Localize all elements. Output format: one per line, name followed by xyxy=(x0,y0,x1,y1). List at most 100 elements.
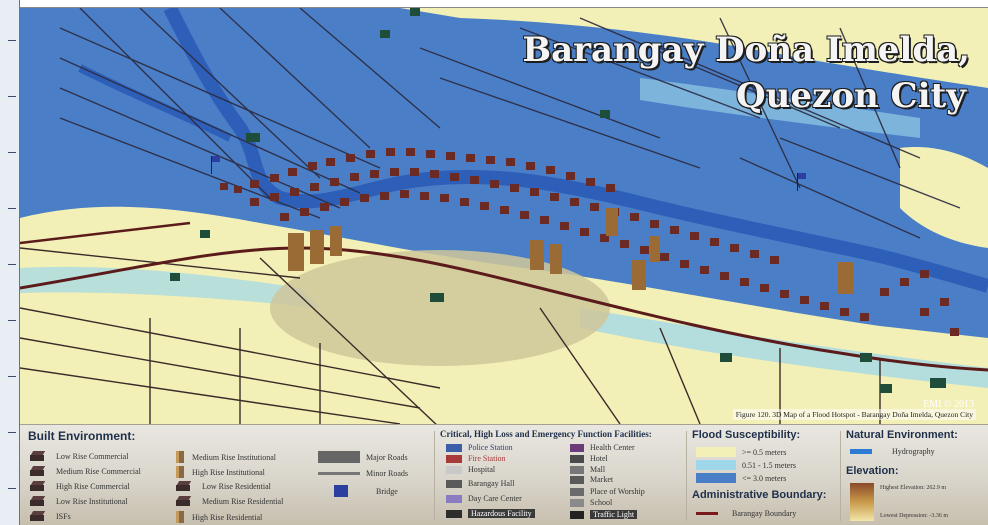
legend-item: 0.51 - 1.5 meters xyxy=(696,460,796,470)
bridge-icon xyxy=(334,485,348,497)
elevation-low-label: Lowest Depression: -3.36 m xyxy=(880,513,948,519)
low-rise-residential-icon xyxy=(176,481,194,491)
legend-item: Barangay Hall xyxy=(446,479,514,488)
flood-zone-mid xyxy=(20,266,320,308)
fire-station-icon xyxy=(446,454,462,463)
legend-item: Hydrography xyxy=(850,447,935,456)
legend-item: ISFs xyxy=(30,511,71,521)
legend-item: Minor Roads xyxy=(318,469,408,478)
place-of-worship-icon xyxy=(570,487,584,496)
medium-rise-residential-icon xyxy=(176,496,194,506)
top-ruler xyxy=(0,0,988,8)
day-care-center-icon xyxy=(446,494,462,503)
legend-item: Barangay Boundary xyxy=(696,509,796,518)
legend-item: Low Rise Residential xyxy=(176,481,271,491)
hydrography-swatch xyxy=(850,449,872,454)
legend-item: Low Rise Commercial xyxy=(30,451,128,461)
flood-zone-mid-north xyxy=(640,78,920,138)
legend-item: School xyxy=(570,498,612,507)
legend-divider xyxy=(840,431,841,521)
legend-item: Market xyxy=(570,475,613,484)
barangay-area xyxy=(270,250,610,366)
legend-heading: Built Environment: xyxy=(28,429,136,443)
legend-item: High Rise Institutional xyxy=(176,466,265,478)
barangay-boundary-swatch xyxy=(696,512,718,515)
major-roads-swatch xyxy=(318,451,360,463)
flood-zone-low-north xyxy=(400,8,988,88)
flood-low-swatch xyxy=(696,447,736,457)
legend-heading: Natural Environment: xyxy=(846,429,958,441)
police-station-icon xyxy=(446,443,462,452)
legend-item: Hospital xyxy=(446,465,495,474)
legend-item: Bridge xyxy=(334,485,398,497)
market-icon xyxy=(570,475,584,484)
legend-critical-facilities: Critical, High Loss and Emergency Functi… xyxy=(440,429,690,525)
elevation-high-label: Highest Elevation: 262.9 m xyxy=(880,485,946,491)
legend-item: Major Roads xyxy=(318,451,408,463)
building-cluster xyxy=(220,148,959,336)
high-rise-institutional-icon xyxy=(176,466,184,478)
elevation-gradient xyxy=(850,483,874,521)
legend-divider xyxy=(686,431,687,521)
hazardous-facility-icon xyxy=(446,509,462,518)
legend-heading: Elevation: xyxy=(846,465,899,477)
legend-item: Medium Rise Commercial xyxy=(30,466,141,476)
legend-item: Traffic Light xyxy=(570,510,638,519)
map-title-line2: Quezon City xyxy=(736,76,966,116)
legend-item: Medium Rise Institutional xyxy=(176,451,276,463)
hotel-icon xyxy=(570,454,584,463)
legend-item: Police Station xyxy=(446,443,513,452)
legend-flood-susceptibility: Flood Susceptibility: >= 0.5 meters 0.51… xyxy=(692,429,844,525)
legend-natural-environment: Natural Environment: Hydrography Elevati… xyxy=(846,429,988,525)
isf-icon xyxy=(30,511,48,521)
hospital-icon xyxy=(446,465,462,474)
high-rise-buildings xyxy=(288,208,854,294)
legend-heading: Flood Susceptibility: xyxy=(692,429,801,441)
legend-item: Hazardous Facility xyxy=(446,509,535,518)
flood-zone-low-east xyxy=(900,147,988,248)
legend-item: Fire Station xyxy=(446,454,506,463)
major-road xyxy=(20,221,191,245)
flood-mid-swatch xyxy=(696,460,736,470)
barangay-hall-flags xyxy=(211,156,806,191)
health-center-icon xyxy=(570,443,584,452)
barangay-hall-icon xyxy=(446,479,462,488)
figure-caption: Figure 120. 3D Map of a Flood Hotspot - … xyxy=(732,409,976,420)
left-strip xyxy=(0,0,20,525)
flood-zone-mid-south xyxy=(580,308,988,388)
legend-item: Place of Worship xyxy=(570,487,645,496)
legend-item: Medium Rise Residential xyxy=(176,496,283,506)
mall-icon xyxy=(570,465,584,474)
map-title-line1: Barangay Doña Imelda, xyxy=(522,30,970,70)
legend-item: Health Center xyxy=(570,443,635,452)
high-rise-residential-icon xyxy=(176,511,184,523)
legend-item: Day Care Center xyxy=(446,494,522,503)
medium-rise-commercial-icon xyxy=(30,466,48,476)
legend-built-environment: Built Environment: Low Rise Commercial M… xyxy=(28,429,438,525)
legend-item: Hotel xyxy=(570,454,608,463)
low-rise-institutional-icon xyxy=(30,496,48,506)
low-rise-commercial-icon xyxy=(30,451,48,461)
road-network-north xyxy=(59,8,961,239)
legend-item: <= 3.0 meters xyxy=(696,473,786,483)
legend-divider xyxy=(434,431,435,521)
legend-heading: Critical, High Loss and Emergency Functi… xyxy=(440,429,652,439)
copyright: EMI © 2013 xyxy=(923,399,974,410)
legend-item: Low Rise Institutional xyxy=(30,496,128,506)
map-canvas xyxy=(20,8,988,424)
map-legend: Built Environment: Low Rise Commercial M… xyxy=(20,424,988,525)
flood-high-swatch xyxy=(696,473,736,483)
flood-map: Barangay Doña Imelda, Quezon City EMI © … xyxy=(20,8,988,424)
medium-rise-institutional-icon xyxy=(176,451,184,463)
legend-item: High Rise Commercial xyxy=(30,481,130,491)
scattered-buildings xyxy=(170,8,946,393)
legend-item: >= 0.5 meters xyxy=(696,447,786,457)
river-tributary xyxy=(78,64,232,142)
school-icon xyxy=(570,498,584,507)
legend-heading: Administrative Boundary: xyxy=(692,489,827,501)
minor-roads-swatch xyxy=(318,472,360,475)
legend-item: Mall xyxy=(570,465,605,474)
traffic-light-icon xyxy=(570,510,584,519)
legend-item: High Rise Residential xyxy=(176,511,262,523)
